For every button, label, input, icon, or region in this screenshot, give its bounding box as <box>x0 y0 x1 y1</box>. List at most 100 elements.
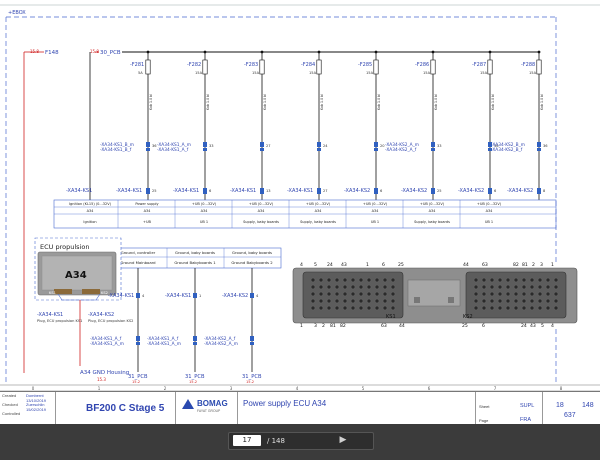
ks1-pin-number: 3 <box>314 323 317 329</box>
ecu-pin-number: 25 <box>152 189 157 193</box>
pin-function: +UB (0...32V) <box>306 202 331 206</box>
fuse-id: -F283 <box>244 62 258 68</box>
connector-hole <box>489 291 495 297</box>
connector-hole <box>521 277 527 283</box>
connector-hole <box>537 291 543 297</box>
fuse-rating: 15A <box>529 71 537 75</box>
connector-label: -XA34-KS1_B_m <box>100 142 134 148</box>
ks2-pin-number: 4 <box>551 323 554 329</box>
connector-label: -XA34-KS1_A_m <box>157 142 191 148</box>
fuse-symbol <box>145 59 151 75</box>
ks1-pin-number: 6 <box>382 262 385 268</box>
ecu-pin-mark <box>488 188 492 194</box>
connector-pin-mark <box>537 142 541 147</box>
ground-pin-mark <box>250 293 254 298</box>
connector-hole <box>505 298 511 304</box>
lower-table-cell: Ground Babyboards 1 <box>174 260 216 265</box>
ecu-pin-label: -XA34-KS1 <box>287 188 313 194</box>
connector-label: -XA34-KS2_B_m <box>491 142 525 148</box>
fuse-id: -F287 <box>472 62 486 68</box>
pin-function: +UB (0...32V) <box>363 202 388 206</box>
brand-sub: FAYAT GROUP <box>197 409 221 413</box>
junction-dot <box>537 50 541 54</box>
fuse-id: -F288 <box>521 62 535 68</box>
pin-device: A34 <box>372 209 380 213</box>
connector-hole <box>350 277 356 283</box>
ground-connector-label: -XA34-KS1_A_f <box>90 336 122 342</box>
ks1-label: KS1 <box>386 314 396 320</box>
ground-pin-number: 4 <box>142 294 145 298</box>
controlled-label: Controlled <box>2 411 21 417</box>
connector-pin-mark <box>203 148 207 151</box>
connector-hole <box>521 284 527 290</box>
ks2-pin-number: 6 <box>482 323 485 329</box>
wire-label: Kab 1.0 bl <box>434 94 438 110</box>
connector-hole <box>521 298 527 304</box>
next-page-icon[interactable]: ▶ <box>339 435 347 445</box>
sheet-value: SUPL <box>520 403 535 409</box>
pin-description: +UB <box>143 220 151 224</box>
ks2-pin-number: 3 <box>540 262 543 268</box>
connector-label: -XA34-KS1_A_f <box>157 147 189 153</box>
connector-hole <box>513 298 519 304</box>
wire-label: Kab 1.0 bl <box>320 94 324 110</box>
connector-pin-mark <box>260 142 264 147</box>
connector-hole <box>489 305 495 311</box>
connector-pin-mark <box>203 142 207 147</box>
connector-pin-mark <box>146 142 150 147</box>
ks1-pin-number: 44 <box>399 323 405 329</box>
pin-device: A34 <box>87 209 95 213</box>
ground-bus-ref: 15.2 <box>189 380 197 384</box>
fuse-rating: 15A <box>252 71 260 75</box>
ground-connector-label: -XA34-KS1_A_m <box>90 341 124 347</box>
ecu-pin-mark <box>146 188 150 194</box>
connector-hole <box>326 284 332 290</box>
connector-hole <box>374 291 380 297</box>
connector-hole <box>358 284 364 290</box>
fuse-rating: 15A <box>195 71 203 75</box>
created-label: Created <box>2 393 17 398</box>
connector-hole <box>390 291 396 297</box>
page-number-input[interactable]: 17 <box>233 435 261 446</box>
connector-hole <box>481 277 487 283</box>
ecu-pin-mark <box>374 188 378 194</box>
connector-pin-mark <box>537 148 541 151</box>
fuse-id: -F286 <box>415 62 429 68</box>
lower-table-cell: Ground Babyboards 2 <box>231 260 273 265</box>
connector-hole <box>342 291 348 297</box>
brand-name: BOMAG <box>197 399 228 408</box>
pin-function: Power supply <box>135 202 158 206</box>
ecu-title: ECU propulsion <box>40 243 89 251</box>
wire-label: Kab 1.0 bl <box>377 94 381 110</box>
junction-dot <box>260 50 264 54</box>
pin-description: Supply, baby boards <box>300 220 336 224</box>
wire-label: Kab 1.0 bl <box>206 94 210 110</box>
lower-table-cell: Ground Mainboard <box>120 260 156 265</box>
connector-hole <box>505 284 511 290</box>
pin-device: A34 <box>429 209 437 213</box>
wire-label: Kab 1.0 bl <box>491 94 495 110</box>
ks1-pin-number: 43 <box>341 262 347 268</box>
connector-hole <box>473 305 479 311</box>
ks1-pin-number: 63 <box>381 323 387 329</box>
connector-hole <box>366 291 372 297</box>
connector-hole <box>529 277 535 283</box>
fuse-id: -F284 <box>301 62 315 68</box>
ks2-pin-number: 63 <box>482 262 488 268</box>
plug1-id: -XA34-KS1 <box>37 312 63 318</box>
connector-hole <box>545 305 551 311</box>
connector-hole <box>326 298 332 304</box>
junction-dot <box>431 50 435 54</box>
connector-hole <box>521 305 527 311</box>
connector-hole <box>553 291 559 297</box>
connector-hole <box>310 277 316 283</box>
pin-device: A34 <box>486 209 494 213</box>
fuse-symbol <box>430 59 436 75</box>
connector-pin-number: 27 <box>266 144 271 148</box>
ground-pin-mark <box>193 293 197 298</box>
ecu-pin-number: 8 <box>543 189 546 193</box>
connector-hole <box>366 298 372 304</box>
